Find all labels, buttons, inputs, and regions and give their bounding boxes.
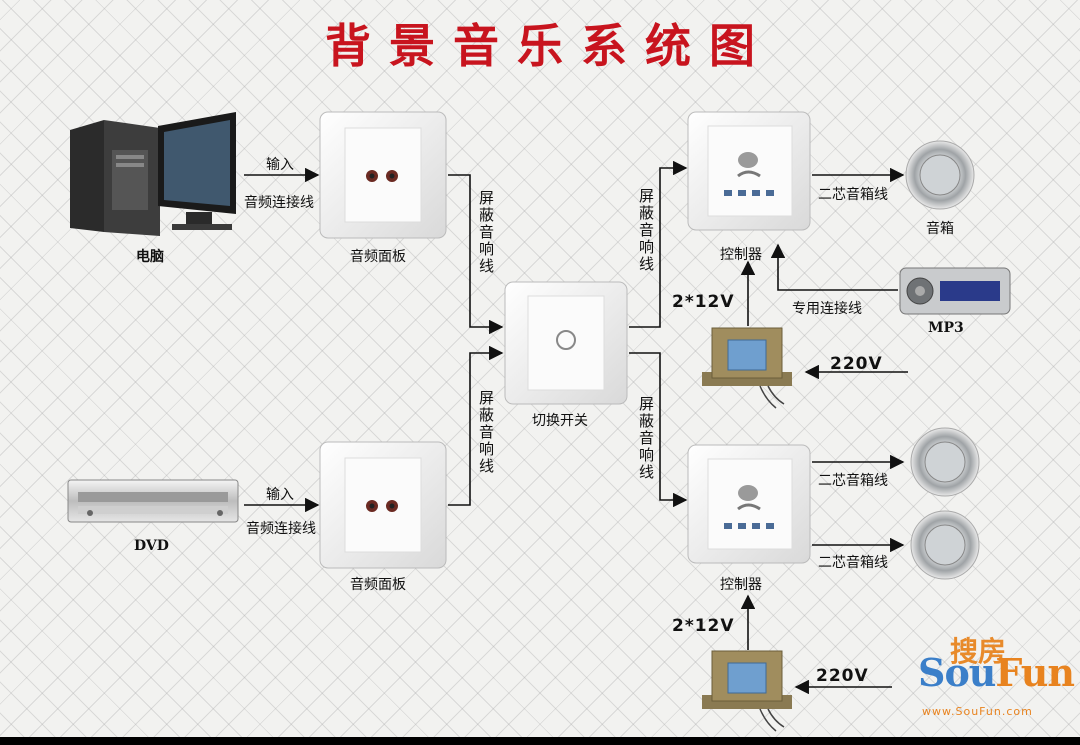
- switch-label: 切换开关: [532, 413, 588, 429]
- shield-cable-label-4: 屏蔽音响线: [637, 396, 655, 481]
- dc-voltage-bottom: 2*12V: [672, 616, 735, 636]
- ac-voltage-top: 220V: [830, 354, 883, 374]
- dc-voltage-top: 2*12V: [672, 292, 735, 312]
- speaker-label: 音箱: [926, 221, 954, 237]
- switch-panel-icon: [504, 281, 628, 405]
- mp3-player-icon: [899, 267, 1011, 315]
- dvd-label: DVD: [134, 538, 169, 554]
- audio-panel-icon: [319, 441, 447, 569]
- audio-panel-bottom-label: 音频面板: [350, 577, 406, 593]
- audio-cable-label-top: 音频连接线: [244, 195, 314, 211]
- logo-sou-text: Sou: [918, 650, 996, 695]
- speaker-icon: [910, 427, 980, 497]
- soufun-logo-cn: 搜房: [950, 635, 1007, 668]
- audio-panel-icon: [319, 111, 447, 239]
- controller-icon: [687, 444, 811, 564]
- computer-icon: [70, 112, 236, 236]
- shield-cable-label-3: 屏蔽音响线: [637, 188, 655, 273]
- speaker-icon: [905, 140, 975, 210]
- input-label-bottom: 输入: [266, 487, 294, 503]
- transformer-icon: [702, 650, 792, 732]
- mp3-label: MP3: [928, 320, 964, 336]
- speaker-wire-label-1: 二芯音箱线: [818, 187, 888, 203]
- audio-panel-top-label: 音频面板: [350, 249, 406, 265]
- computer-label: 电脑: [136, 249, 164, 265]
- ac-voltage-bottom: 220V: [816, 666, 869, 686]
- controller-icon: [687, 111, 811, 231]
- speaker-wire-label-3: 二芯音箱线: [818, 555, 888, 571]
- input-label-top: 输入: [266, 157, 294, 173]
- speaker-icon: [910, 510, 980, 580]
- speaker-wire-label-2: 二芯音箱线: [818, 473, 888, 489]
- line-switch-to-controller-top: [629, 160, 688, 328]
- line-mp3-to-controller: [770, 243, 898, 291]
- diagram-title: 背景音乐系统图: [325, 19, 773, 73]
- bottom-edge-bar: [0, 737, 1080, 745]
- dedicated-cable-label: 专用连接线: [792, 301, 862, 317]
- transformer-icon: [702, 327, 792, 409]
- soufun-url: www.SouFun.com: [922, 705, 1033, 718]
- shield-cable-label-2: 屏蔽音响线: [477, 390, 495, 475]
- controller-bottom-label: 控制器: [720, 577, 762, 593]
- line-panel-to-switch-bottom: [448, 345, 504, 506]
- logo-fun-text: Fun: [995, 650, 1075, 695]
- shield-cable-label-1: 屏蔽音响线: [477, 190, 495, 275]
- audio-cable-label-bottom: 音频连接线: [246, 521, 316, 537]
- dvd-player-icon: [67, 479, 239, 523]
- line-panel-to-switch-top: [448, 174, 504, 335]
- line-switch-to-controller-bottom: [629, 352, 688, 508]
- controller-top-label: 控制器: [720, 247, 762, 263]
- soufun-logo: SouFun: [918, 650, 1075, 695]
